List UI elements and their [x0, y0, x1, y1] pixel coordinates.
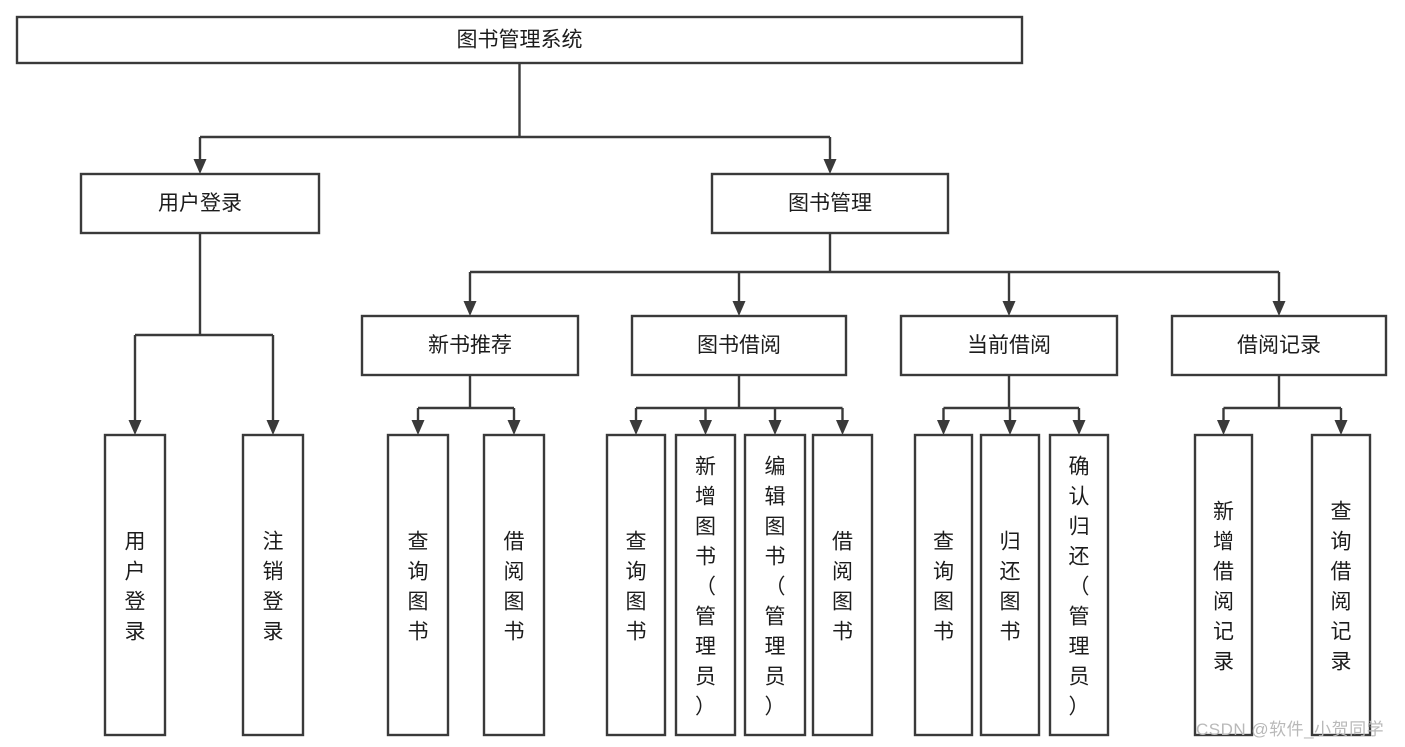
node-leaf_6[interactable]: 编辑图书（管理员）	[743, 433, 807, 737]
edge-group-l2_2	[937, 375, 1086, 435]
node-l2_3[interactable]: 借阅记录	[1170, 314, 1388, 377]
edges-layer	[128, 63, 1348, 435]
node-leaf_10[interactable]: 确认归还（管理员）	[1048, 433, 1110, 737]
node-label: 借阅图书	[832, 530, 853, 643]
node-leaf_3[interactable]: 借阅图书	[482, 433, 546, 737]
node-label: 查询图书	[933, 530, 954, 643]
edge-group-l1_0	[128, 233, 280, 435]
node-label: 确认归还（管理员）	[1069, 455, 1090, 718]
node-label: 图书管理	[788, 192, 872, 215]
node-leaf_5[interactable]: 新增图书（管理员）	[674, 433, 737, 737]
watermark-label: CSDN @软件_小贺同学	[1196, 720, 1385, 739]
node-l2_1[interactable]: 图书借阅	[630, 314, 848, 377]
node-label: 用户登录	[125, 530, 146, 643]
edge-group-l2_0	[411, 375, 521, 435]
node-label: 查询借阅记录	[1331, 500, 1352, 673]
node-label: 归还图书	[1000, 530, 1021, 643]
node-l1_0[interactable]: 用户登录	[79, 172, 321, 235]
node-leaf_1[interactable]: 注销登录	[241, 433, 305, 737]
node-label: 查询图书	[626, 530, 647, 643]
node-label: 借阅图书	[504, 530, 525, 643]
edge-group-l2_1	[629, 375, 849, 435]
node-label: 图书管理系统	[457, 29, 583, 52]
node-label: 新增图书（管理员）	[695, 455, 716, 718]
edge-group-l1_1	[463, 233, 1286, 316]
node-leaf_12[interactable]: 查询借阅记录	[1310, 433, 1372, 737]
node-leaf_4[interactable]: 查询图书	[605, 433, 667, 737]
node-leaf_7[interactable]: 借阅图书	[811, 433, 874, 737]
node-label: 编辑图书（管理员）	[765, 455, 786, 718]
node-leaf_9[interactable]: 归还图书	[979, 433, 1041, 737]
node-l2_0[interactable]: 新书推荐	[360, 314, 580, 377]
edge-group-root	[193, 63, 837, 174]
nodes-layer: 图书管理系统用户登录图书管理新书推荐图书借阅当前借阅借阅记录用户登录注销登录查询…	[15, 15, 1388, 737]
node-label: 查询图书	[408, 530, 429, 643]
edge-group-l2_3	[1217, 375, 1348, 435]
node-l2_2[interactable]: 当前借阅	[899, 314, 1119, 377]
node-label: 新书推荐	[428, 334, 512, 357]
node-leaf_8[interactable]: 查询图书	[913, 433, 974, 737]
node-root[interactable]: 图书管理系统	[15, 15, 1024, 65]
node-leaf_0[interactable]: 用户登录	[103, 433, 167, 737]
node-label: 借阅记录	[1237, 334, 1321, 357]
node-label: 当前借阅	[967, 334, 1051, 357]
node-l1_1[interactable]: 图书管理	[710, 172, 950, 235]
node-leaf_11[interactable]: 新增借阅记录	[1193, 433, 1254, 737]
node-label: 用户登录	[158, 192, 242, 215]
node-label: 新增借阅记录	[1213, 500, 1234, 673]
node-leaf_2[interactable]: 查询图书	[386, 433, 450, 737]
node-label: 注销登录	[263, 530, 284, 643]
node-label: 图书借阅	[697, 334, 781, 357]
